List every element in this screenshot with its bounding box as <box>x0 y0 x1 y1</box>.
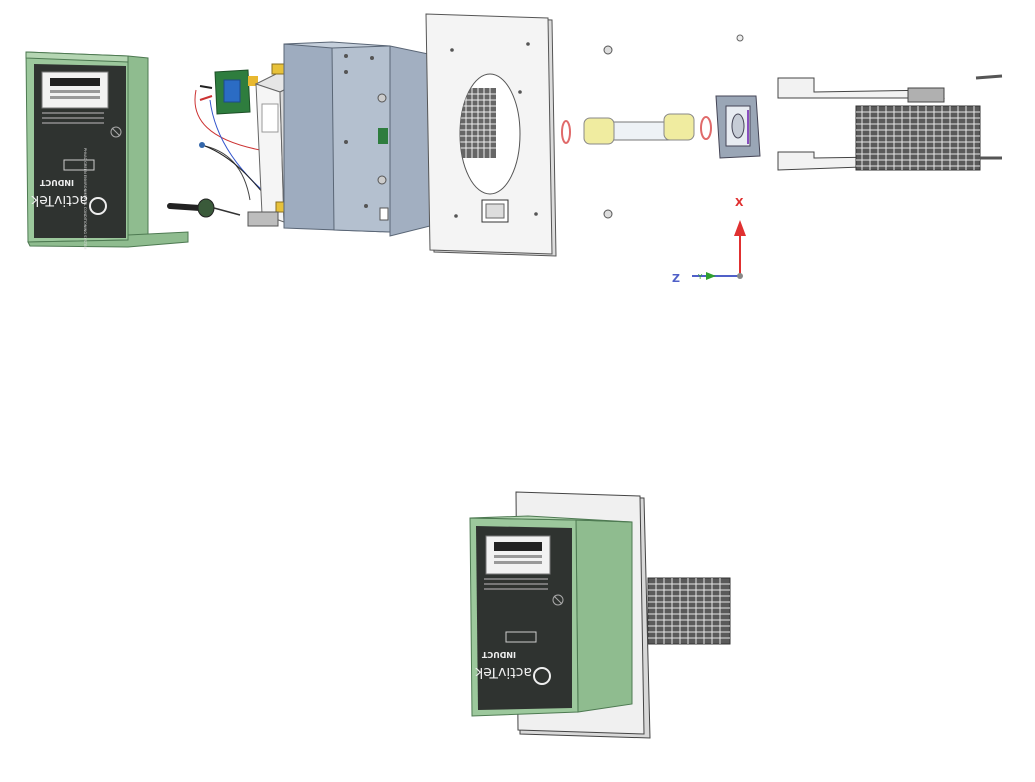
label-brand-line1: activTek <box>30 192 88 208</box>
y-axis-arrow <box>706 272 716 280</box>
y-axis-label: Y <box>697 273 703 281</box>
o-ring-right <box>700 116 712 140</box>
relay-component <box>223 79 241 103</box>
circuit-board[interactable] <box>199 69 258 115</box>
cable-gland[interactable] <box>167 198 241 218</box>
rear-bracket-mesh[interactable] <box>777 74 1003 171</box>
label-brand-line2: INDUCT <box>39 178 74 187</box>
assembled-warning-icon <box>552 594 564 606</box>
warning-icon <box>110 126 122 138</box>
lamp-holder[interactable] <box>715 95 761 159</box>
uv-lamp[interactable] <box>583 113 695 145</box>
axis-triad: X Z Y <box>672 196 746 285</box>
brand-logo-icon <box>89 197 107 215</box>
assembled-brand-line2: INDUCT <box>481 650 516 659</box>
assembled-brand-line1: activTek <box>474 664 532 680</box>
mounting-plate[interactable] <box>425 13 557 257</box>
mesh-through-opening <box>460 88 496 158</box>
z-axis-label: Z <box>672 272 680 285</box>
chassis-back-box[interactable] <box>283 41 439 237</box>
assembled-unit[interactable]: INDUCT activTek <box>469 491 731 739</box>
o-ring-left <box>561 120 571 144</box>
lamp-end-cap-right <box>663 113 695 141</box>
front-cover[interactable]: PHVAC GREEN ENVIRONMENTAL CONDITIONING S… <box>25 51 189 250</box>
x-axis-label: X <box>735 196 744 209</box>
screws <box>603 34 744 219</box>
label-system-text: PHVAC GREEN ENVIRONMENTAL CONDITIONING S… <box>83 148 87 250</box>
assembled-brand-logo-icon <box>533 667 551 685</box>
lamp-end-cap-left <box>583 117 615 145</box>
assembled-mesh <box>647 577 731 645</box>
